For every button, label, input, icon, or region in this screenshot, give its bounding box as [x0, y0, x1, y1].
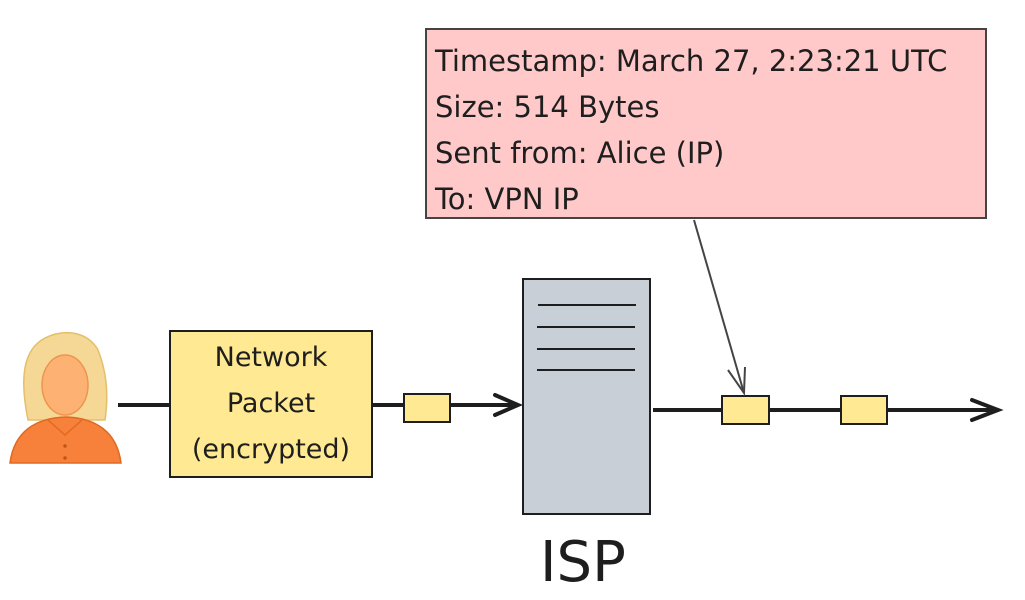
isp-server-icon: [522, 278, 651, 515]
pointer-arrow: [693, 219, 746, 397]
packet-label-line: (encrypted): [191, 434, 351, 465]
isp-label: ISP: [540, 530, 626, 595]
user-icon: [9, 331, 122, 464]
packet-small-1: [403, 393, 451, 423]
timestamp-text: Timestamp: March 27, 2:23:21 UTC: [435, 44, 948, 78]
network-packet-box: Network Packet (encrypted): [169, 330, 373, 478]
packet-metadata-box: Timestamp: March 27, 2:23:21 UTC Size: 5…: [425, 28, 987, 219]
size-text: Size: 514 Bytes: [435, 90, 660, 124]
recipient-text: To: VPN IP: [435, 182, 579, 216]
packet-label-line: Network: [214, 342, 328, 373]
packet-label-line: Packet: [226, 388, 316, 419]
sender-text: Sent from: Alice (IP): [435, 136, 725, 170]
packet-small-3: [840, 395, 888, 425]
packet-small-2: [721, 395, 770, 425]
